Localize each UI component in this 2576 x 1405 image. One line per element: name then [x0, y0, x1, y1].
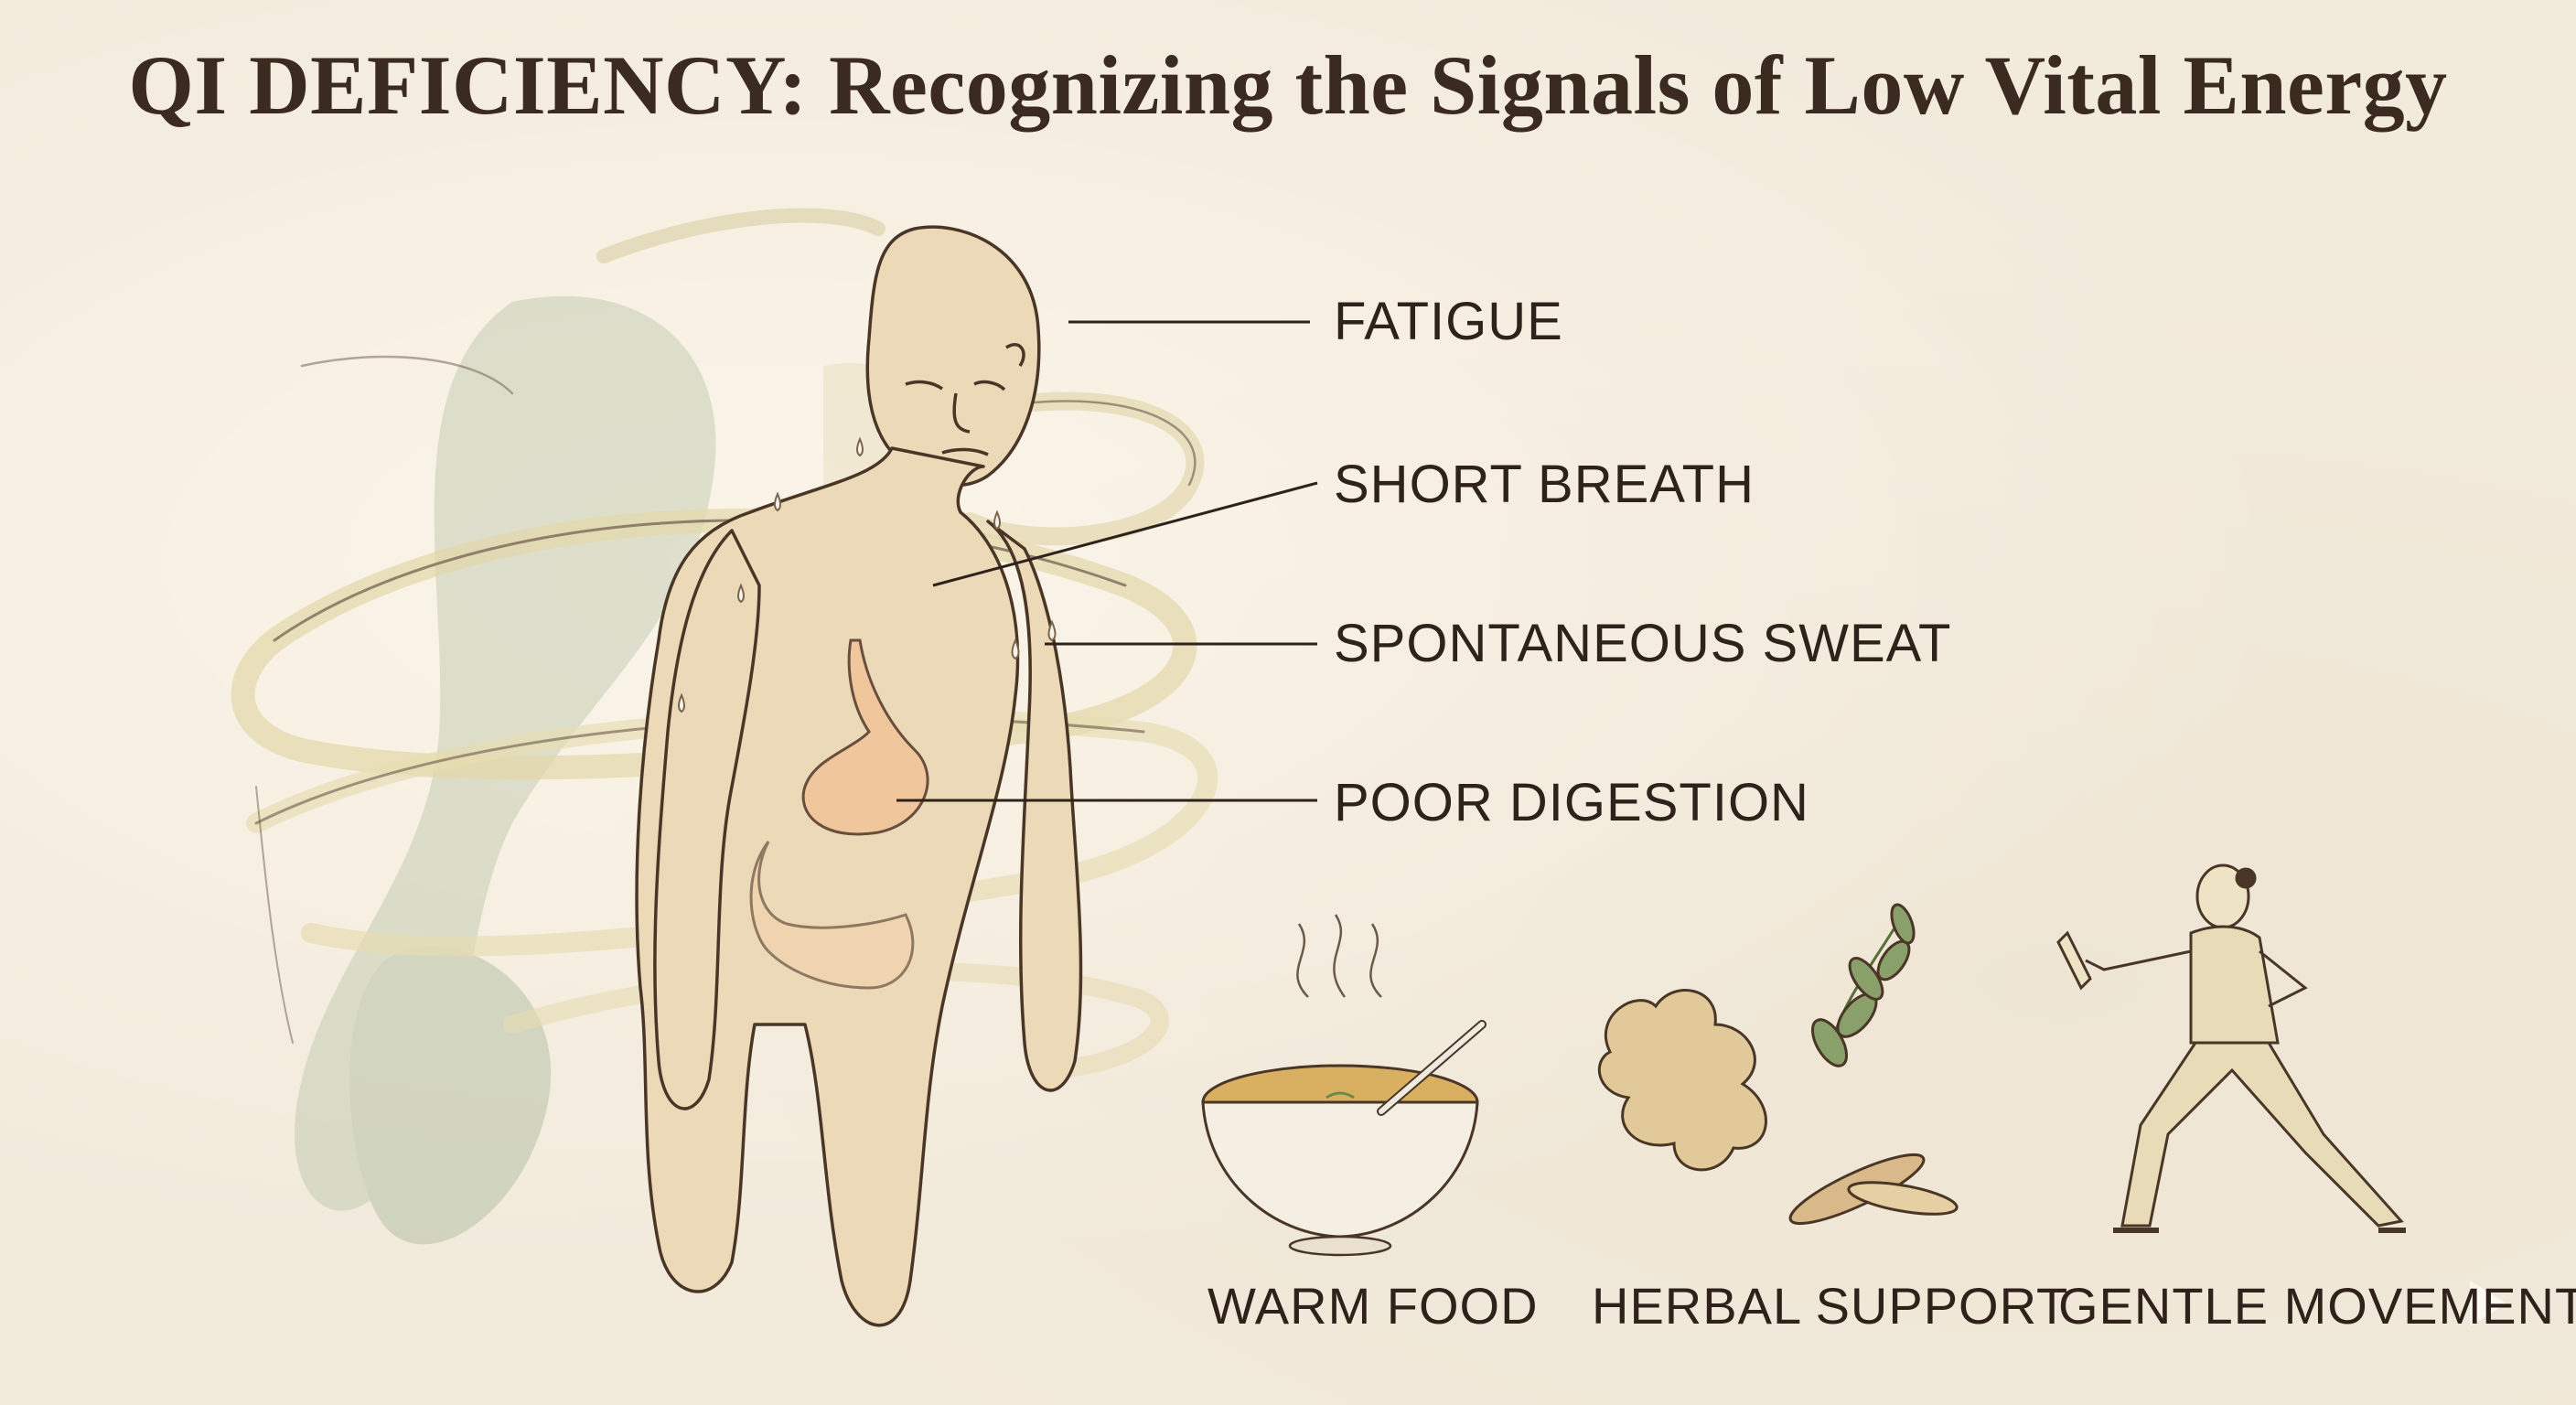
next-arrow-icon	[2470, 1281, 2506, 1326]
tai-chi-figure-icon	[2056, 863, 2406, 1233]
symptom-fatigue: FATIGUE	[1334, 292, 1563, 351]
human-figure	[635, 225, 1083, 1327]
short-breath-leader-line	[932, 481, 1318, 587]
remedy-herbal-support-label: HERBAL SUPPORT	[1592, 1277, 2069, 1335]
ginger-herb-icon	[1597, 903, 1959, 1226]
remedy-gentle-movement-label: GENTLE MOVEMENT	[2058, 1277, 2576, 1335]
symptom-spontaneous-sweat: SPONTANEOUS SWEAT	[1334, 614, 1952, 673]
sweat-drops	[678, 436, 1057, 713]
soup-bowl-icon	[1201, 914, 1487, 1257]
remedy-warm-food-label: WARM FOOD	[1208, 1277, 1539, 1335]
leader-lines	[896, 320, 1318, 802]
page-title: QI DEFICIENCY: Recognizing the Signals o…	[128, 38, 2448, 132]
symptom-short-breath: SHORT BREATH	[1334, 455, 1755, 514]
stomach-illustration	[749, 638, 929, 990]
symptom-poor-digestion: POOR DIGESTION	[1334, 773, 1809, 832]
